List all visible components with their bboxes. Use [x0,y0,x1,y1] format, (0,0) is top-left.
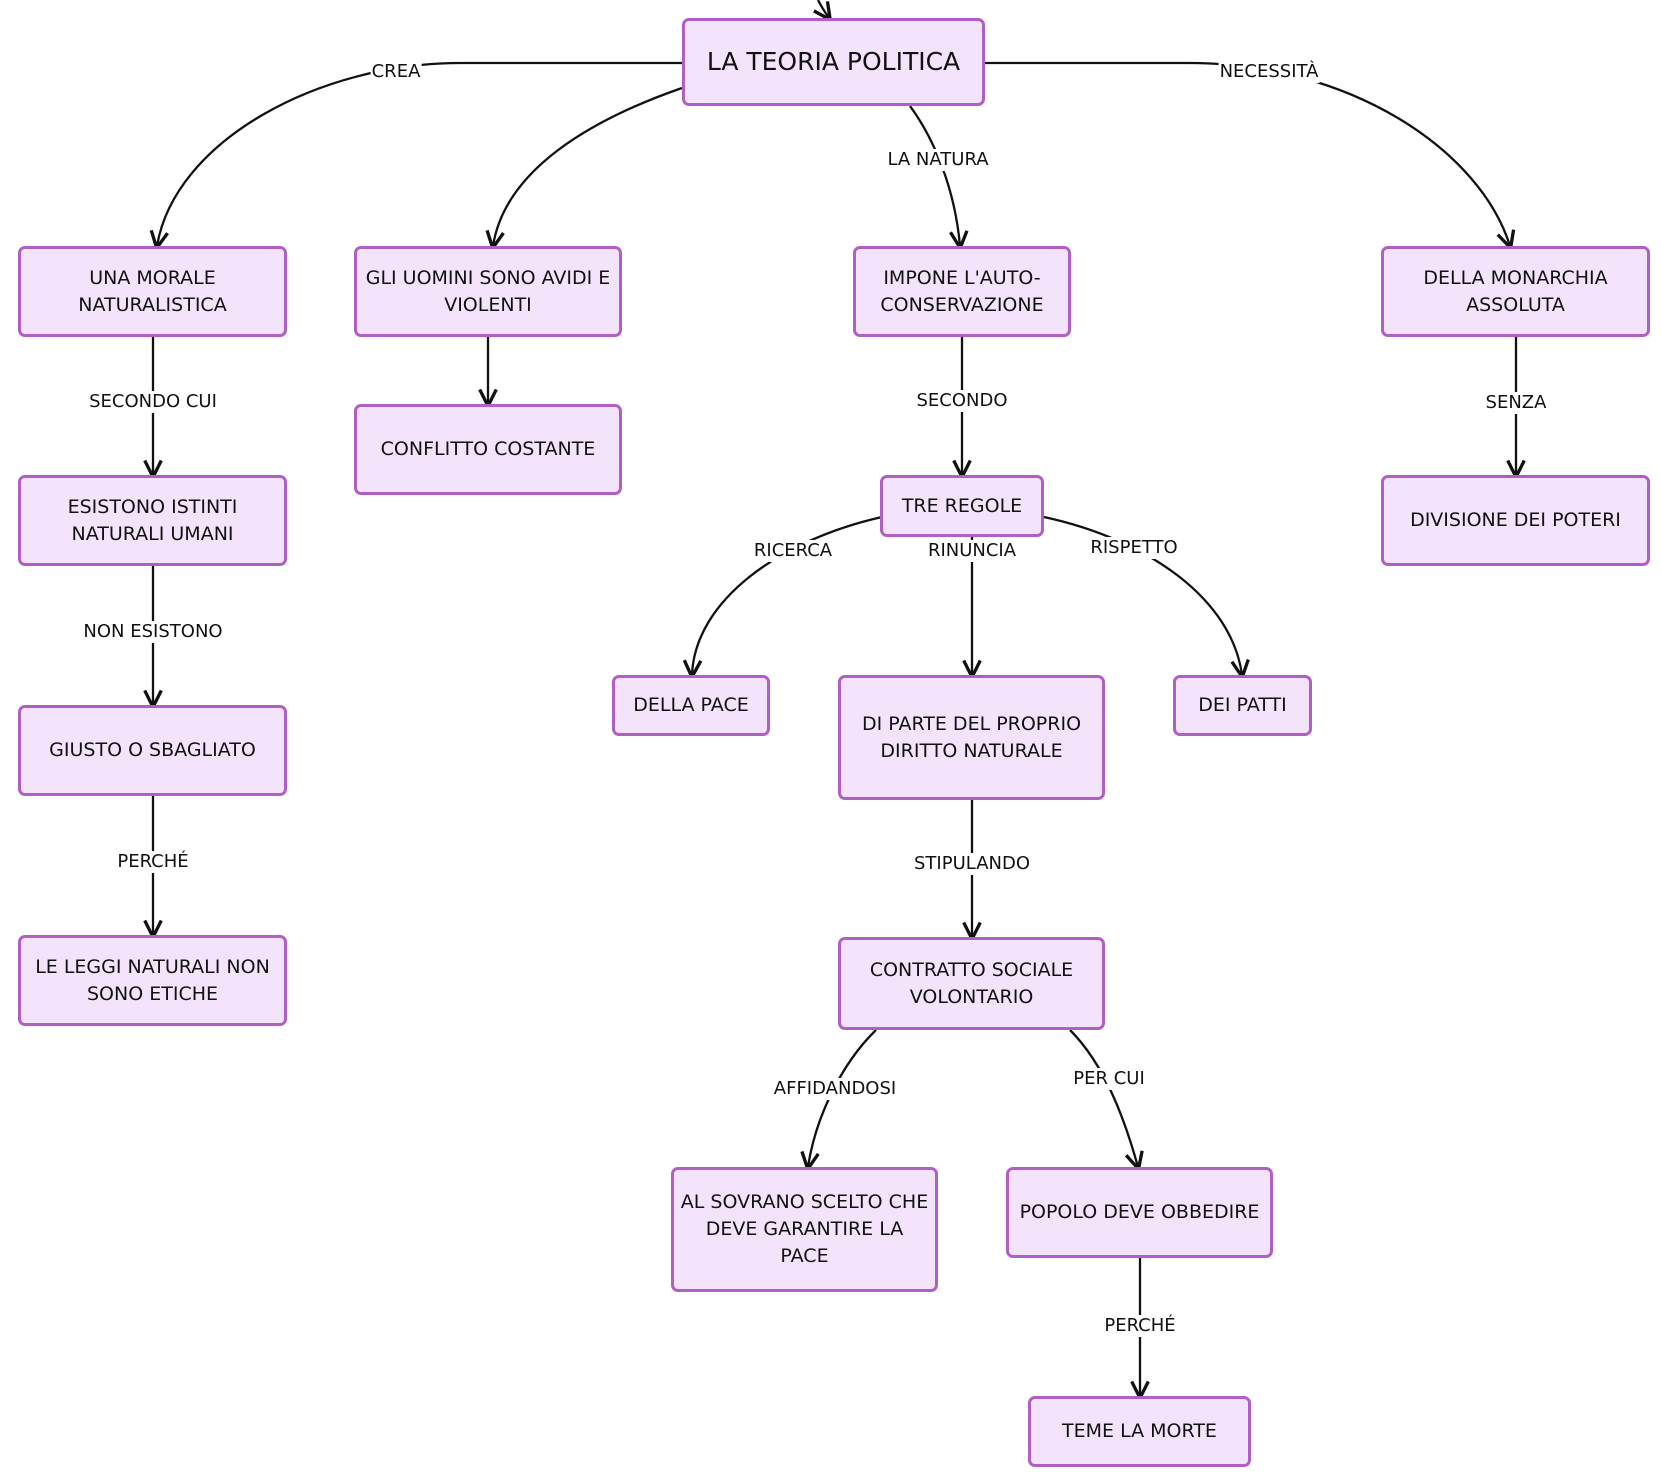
node-giusto: GIUSTO O SBAGLIATO [18,705,287,796]
edge-regole-pace [692,515,883,675]
edge-label-ricerca: RICERCA [752,540,834,562]
edge-label-senza: SENZA [1484,392,1548,414]
node-pace: DELLA PACE [612,675,770,736]
node-morte-text: TEME LA MORTE [1062,1420,1217,1442]
edge-label-per-cui: PER CUI [1072,1068,1146,1090]
edge-label-la-natura: LA NATURA [886,149,990,171]
node-auto: IMPONE L'AUTO-CONSERVAZIONE [853,246,1071,337]
node-patti: DEI PATTI [1173,675,1312,736]
node-popolo-text: POPOLO DEVE OBBEDIRE [1019,1201,1260,1223]
node-leggi: LE LEGGI NATURALI NON SONO ETICHE [18,935,287,1026]
node-avidi-text: GLI UOMINI SONO AVIDI E VIOLENTI [365,266,611,316]
edge-root-avidi [493,86,683,246]
node-auto-text: IMPONE L'AUTO-CONSERVAZIONE [880,266,1044,316]
edge-root-monarchia [985,61,1510,246]
edge-root-auto [909,105,960,246]
edge-label-crea: CREA [370,61,422,83]
edge-incoming-root [818,0,829,18]
node-diritto: DI PARTE DEL PROPRIO DIRITTO NATURALE [838,675,1105,800]
node-contratto: CONTRATTO SOCIALE VOLONTARIO [838,937,1105,1030]
edge-label-non-esistono: NON ESISTONO [82,621,224,643]
node-contratto-text: CONTRATTO SOCIALE VOLONTARIO [869,958,1074,1008]
edge-regole-patti [1043,515,1242,675]
node-divisione: DIVISIONE DEI POTERI [1381,475,1650,566]
node-istinti: ESISTONO ISTINTI NATURALI UMANI [18,475,287,566]
node-sovrano: AL SOVRANO SCELTO CHE DEVE GARANTIRE LA … [671,1167,938,1292]
node-root-text: LA TEORIA POLITICA [706,47,961,76]
edge-root-morale [157,61,682,246]
node-leggi-text: LE LEGGI NATURALI NON SONO ETICHE [35,955,270,1005]
node-monarchia-text: DELLA MONARCHIA ASSOLUTA [1423,266,1608,316]
node-patti-text: DEI PATTI [1198,694,1287,716]
edge-label-affidandosi: AFFIDANDOSI [772,1078,898,1100]
node-morale: UNA MORALE NATURALISTICA [18,246,287,337]
edge-label-secondo: SECONDO [915,390,1009,412]
edge-label-perche-2: PERCHÉ [1103,1315,1177,1337]
edge-label-rinuncia: RINUNCIA [926,540,1018,562]
node-popolo: POPOLO DEVE OBBEDIRE [1006,1167,1273,1258]
node-pace-text: DELLA PACE [633,694,749,716]
node-diritto-text: DI PARTE DEL PROPRIO DIRITTO NATURALE [861,712,1082,762]
node-conflitto: CONFLITTO COSTANTE [354,404,622,495]
node-istinti-text: ESISTONO ISTINTI NATURALI UMANI [67,495,238,545]
node-root: LA TEORIA POLITICA [682,18,985,106]
node-sovrano-text: AL SOVRANO SCELTO CHE DEVE GARANTIRE LA … [680,1191,929,1267]
node-morte: TEME LA MORTE [1028,1396,1251,1467]
edge-label-necessita: NECESSITÀ [1218,61,1320,83]
node-morale-text: UNA MORALE NATURALISTICA [78,266,227,316]
edge-contratto-popolo [1069,1029,1138,1167]
node-giusto-text: GIUSTO O SBAGLIATO [49,739,256,761]
node-conflitto-text: CONFLITTO COSTANTE [380,438,596,460]
node-regole: TRE REGOLE [880,475,1044,537]
node-divisione-text: DIVISIONE DEI POTERI [1410,509,1621,531]
node-monarchia: DELLA MONARCHIA ASSOLUTA [1381,246,1650,337]
edge-label-perche-1: PERCHÉ [116,851,190,873]
node-regole-text: TRE REGOLE [901,494,1023,517]
node-avidi: GLI UOMINI SONO AVIDI E VIOLENTI [354,246,622,337]
edge-label-stipulando: STIPULANDO [912,853,1032,875]
edge-label-rispetto: RISPETTO [1089,537,1179,559]
edge-label-secondo-cui: SECONDO CUI [88,391,218,413]
